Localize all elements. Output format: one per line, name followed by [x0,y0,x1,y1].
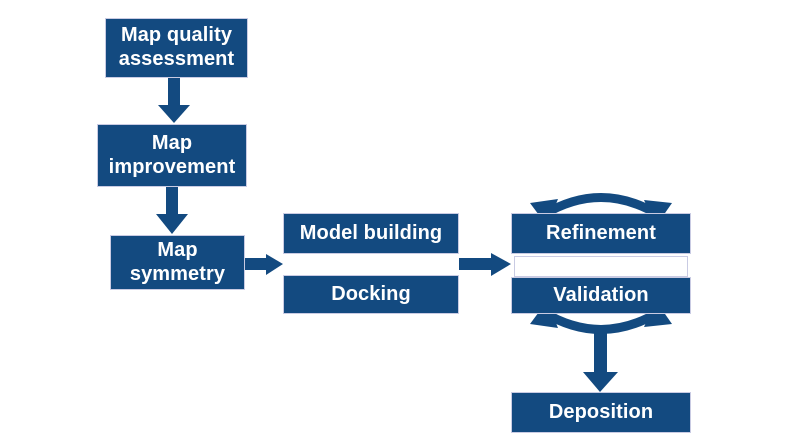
connector-symmetry-to-building [245,254,283,275]
connector-improvement-to-symmetry [156,187,188,234]
node-label-model-building: Model building [299,221,443,244]
connector-quality-to-improvement [158,78,190,123]
node-validation[interactable]: Validation [511,277,691,314]
node-model-building[interactable]: Model building [283,213,459,254]
node-map-quality-assessment[interactable]: Map quality assessment [105,18,248,78]
label-line-2: symmetry [129,262,226,285]
node-deposition[interactable]: Deposition [511,392,691,433]
refinement-validation-separator [514,256,688,277]
label-line-1: Map quality [120,24,233,47]
label-line-1: Map [151,131,193,154]
node-label-deposition: Deposition [548,400,654,423]
node-label-map-quality-assessment: Map quality assessment [107,24,247,71]
node-label-docking: Docking [331,282,411,305]
node-docking[interactable]: Docking [283,275,459,314]
cycle-arc-bottom-icon [530,301,672,334]
connector-building-to-refinement [459,253,511,276]
node-map-symmetry[interactable]: Map symmetry [110,235,245,290]
node-label-refinement: Refinement [546,221,656,244]
node-label-map-improvement: Map improvement [97,132,248,179]
node-label-map-symmetry: Map symmetry [118,239,237,286]
connector-cycle-to-deposition [583,332,618,392]
label-line-1: Map [157,238,198,261]
label-line-2: assessment [118,48,235,70]
node-refinement[interactable]: Refinement [511,213,691,254]
label-line-2: improvement [108,155,236,178]
node-label-validation: Validation [553,283,649,306]
node-map-improvement[interactable]: Map improvement [97,124,247,187]
